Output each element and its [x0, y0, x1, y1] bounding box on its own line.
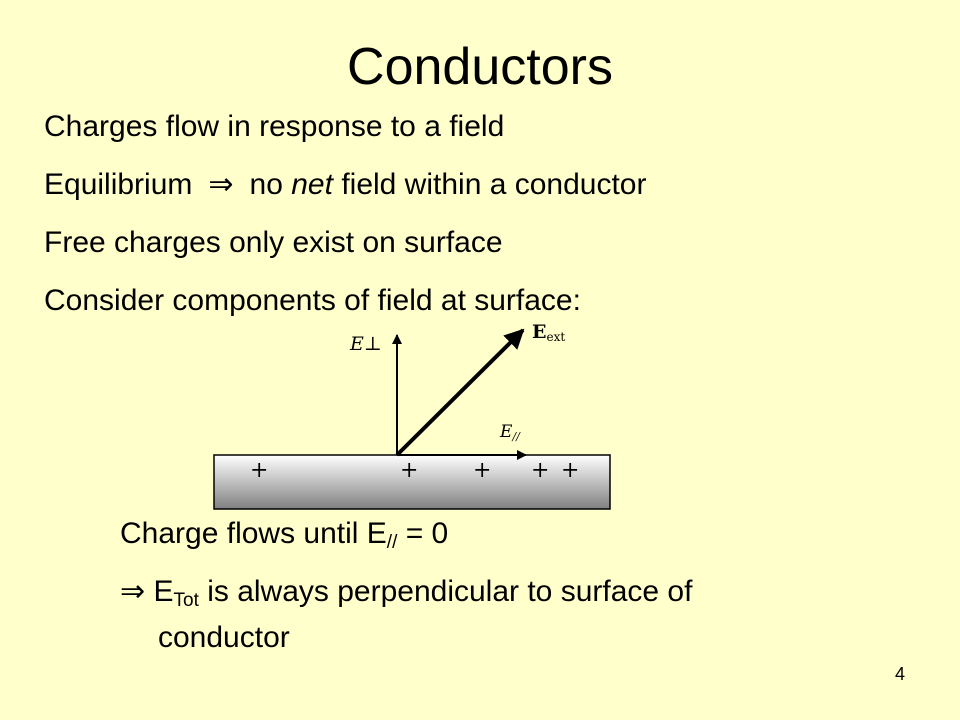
e-ext-label: Eext: [532, 321, 565, 344]
surface-charge: +: [531, 458, 549, 483]
conclusion-charge-flows: Charge flows until E// = 0: [120, 516, 448, 552]
net-italic: net: [291, 168, 333, 201]
surface-charge: +: [473, 458, 491, 483]
slide-title: Conductors: [347, 38, 613, 96]
no-word: no: [249, 168, 283, 201]
bullet-consider-components: Consider components of field at surface:: [44, 284, 581, 317]
implies-arrow-icon: ⇒: [120, 574, 146, 609]
conductor-slab: [213, 454, 611, 510]
implies-arrow-icon: ⇒: [208, 167, 234, 202]
charge-flows-text: Charge flows until E: [120, 517, 387, 550]
tot-subscript: Tot: [173, 590, 199, 611]
perpendicular-text: is always perpendicular to surface of: [198, 575, 693, 608]
bullet-charges-flow: Charges flow in response to a field: [44, 110, 505, 143]
equilibrium-label: Equilibrium: [44, 168, 193, 201]
e-parallel-label: E//: [499, 422, 521, 443]
page-number: 4: [894, 664, 905, 684]
e-ext-arrow: [395, 328, 525, 457]
bullet-free-charges: Free charges only exist on surface: [44, 226, 503, 259]
bullet-equilibrium: Equilibrium ⇒ no net field within a conduc…: [44, 167, 646, 203]
surface-charge: +: [250, 458, 268, 483]
e-tot-base: E: [153, 575, 174, 608]
parallel-subscript: //: [386, 532, 398, 553]
e-perp-label: E⊥: [349, 333, 382, 355]
conclusion-e-tot: ⇒ ETot is always perpendicular to surfac…: [120, 574, 692, 610]
conclusion-e-tot-continued: conductor: [158, 621, 290, 654]
surface-charge: +: [400, 458, 418, 483]
surface-charge: +: [561, 458, 579, 483]
equilibrium-suffix: field within a conductor: [341, 168, 647, 201]
equals-zero-text: = 0: [397, 517, 449, 550]
